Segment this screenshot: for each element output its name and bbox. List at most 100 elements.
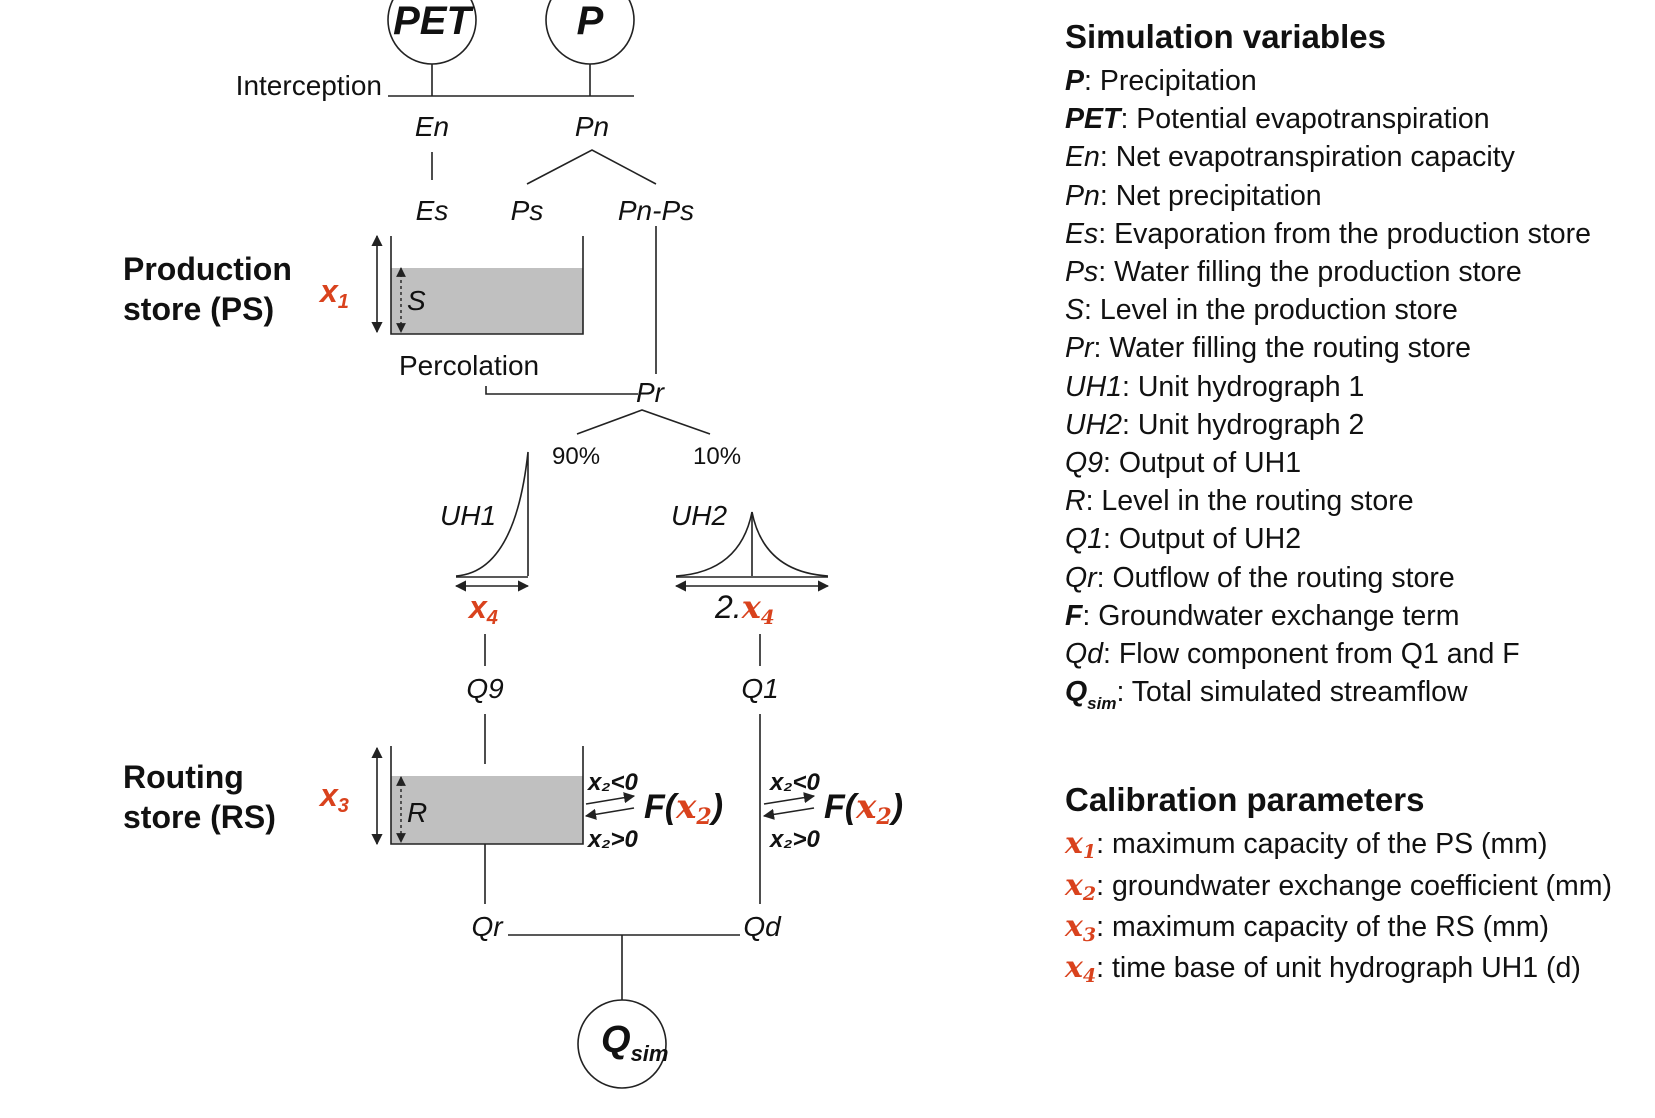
direct-exchange-f-label: F(x2) — [824, 787, 903, 830]
legend-variable-symbol: En — [1065, 141, 1100, 174]
es-label: Es — [416, 195, 449, 226]
legend-parameter-item: x4: time base of unit hydrograph UH1 (d) — [1065, 949, 1650, 990]
pn-label: Pn — [575, 111, 609, 142]
legend-variable-description: : Total simulated streamflow — [1116, 676, 1468, 709]
routing-exchange-pos-label: x₂>0 — [586, 826, 639, 853]
legend-variable-item: R: Level in the routing store — [1065, 482, 1650, 520]
legend-variable-symbol: Ps — [1065, 256, 1099, 289]
legend-parameter-symbol: x — [1065, 826, 1083, 862]
percolation-line — [485, 386, 638, 395]
legend-variable-symbol: UH1 — [1065, 370, 1123, 403]
routing-exchange-in-arrow — [584, 807, 635, 820]
legend-parameter-subscript: 4 — [1082, 965, 1097, 988]
legend-variable-item: Qsim: Total simulated streamflow — [1065, 673, 1650, 715]
legend-variable-description: : Evaporation from the production store — [1098, 217, 1591, 250]
qr-label: Qr — [471, 911, 504, 942]
legend-variable-symbol: Es — [1065, 217, 1099, 250]
ps-label: Ps — [511, 195, 544, 226]
en-label: En — [415, 111, 449, 142]
legend-variable-symbol: Pn — [1065, 179, 1100, 212]
legend-variable-description: : Level in the routing store — [1085, 485, 1414, 518]
split-90-label: 90% — [552, 443, 600, 470]
legend-parameter-description: : maximum capacity of the RS (mm) — [1096, 910, 1550, 943]
percolation-label: Percolation — [399, 350, 539, 381]
production-store-water — [391, 268, 583, 334]
legend-variable-item: Ps: Water filling the production store — [1065, 253, 1650, 291]
split-10-label: 10% — [693, 443, 741, 470]
uh2-label: UH2 — [671, 500, 727, 531]
pn-ps-label: Pn-Ps — [618, 195, 694, 226]
qd-label: Qd — [743, 911, 782, 942]
legend-variable-symbol: F — [1065, 599, 1083, 632]
pr-split-lines — [576, 409, 711, 435]
legend-variable-symbol: P — [1065, 65, 1085, 97]
legend-variable-symbol: Qr — [1065, 561, 1097, 594]
legend-variable-item: Pr: Water filling the routing store — [1065, 329, 1650, 367]
legend-variable-description: : Groundwater exchange term — [1082, 599, 1460, 632]
legend-variable-symbol: UH2 — [1065, 408, 1123, 441]
legend-variable-description: : Potential evapotranspiration — [1120, 103, 1490, 136]
legend-parameter-description: : maximum capacity of the PS (mm) — [1096, 828, 1548, 861]
calibration-parameters-title: Calibration parameters — [1065, 781, 1425, 819]
gr4j-model-diagram: PET P Interception En Pn Es Ps Pn-Ps Pro… — [123, 0, 903, 1089]
legend-variable-symbol: Qd — [1065, 638, 1104, 671]
x3-parameter: x3 — [318, 777, 349, 817]
uh1-label: UH1 — [440, 500, 496, 531]
legend-variable-symbol: S — [1065, 294, 1085, 327]
legend-variable-description: : Water filling the routing store — [1093, 332, 1472, 365]
legend-variable-description: : Output of UH1 — [1103, 447, 1302, 480]
legend-parameter-item: x2: groundwater exchange coefficient (mm… — [1065, 867, 1650, 908]
legend-variable-item: Pn: Net precipitation — [1065, 177, 1650, 215]
legend-variable-description: : Unit hydrograph 2 — [1122, 408, 1365, 441]
legend-variable-symbol: Pr — [1065, 332, 1094, 365]
routing-exchange: x₂<0 x₂>0 F(x2) — [584, 769, 723, 853]
direct-exchange: x₂<0 x₂>0 F(x2) — [762, 769, 903, 853]
legend-variable-description: : Water filling the production store — [1098, 256, 1522, 289]
legend-parameter-subscript: 2 — [1082, 882, 1097, 905]
legend-variable-symbol: Q9 — [1065, 447, 1104, 480]
r-label: R — [407, 797, 427, 828]
legend-parameter-item: x3: maximum capacity of the RS (mm) — [1065, 908, 1650, 949]
legend-parameter-item: x1: maximum capacity of the PS (mm) — [1065, 825, 1650, 866]
legend-parameter-description: : time base of unit hydrograph UH1 (d) — [1096, 952, 1581, 985]
legend-variable-item: Q1: Output of UH2 — [1065, 520, 1650, 558]
calibration-parameters-list: x1: maximum capacity of the PS (mm)x2: g… — [1065, 825, 1650, 990]
legend-parameter-description: : groundwater exchange coefficient (mm) — [1096, 869, 1613, 902]
legend-variable-description: : Outflow of the routing store — [1096, 561, 1455, 594]
legend-variable-item: Q9: Output of UH1 — [1065, 444, 1650, 482]
legend-variable-item: Qd: Flow component from Q1 and F — [1065, 635, 1650, 673]
legend-variable-description: : Net evapotranspiration capacity — [1099, 141, 1515, 174]
legend-parameter-symbol: x — [1065, 867, 1083, 903]
routing-store-tank — [390, 746, 584, 845]
routing-exchange-neg-label: x₂<0 — [586, 769, 639, 796]
legend-variable-description: : Output of UH2 — [1103, 523, 1302, 556]
legend-parameter-subscript: 1 — [1082, 841, 1097, 864]
production-store-label-line1: Production — [123, 251, 292, 287]
uh2-2x4-parameter: 2.x4 — [714, 588, 775, 629]
legend-variable-item: En: Net evapotranspiration capacity — [1065, 138, 1650, 176]
q9-label: Q9 — [466, 673, 503, 704]
legend-variable-symbol: Q — [1065, 676, 1088, 709]
legend-variable-description: : Net precipitation — [1099, 179, 1322, 212]
legend-variable-description: : Flow component from Q1 and F — [1103, 638, 1520, 671]
pet-label: PET — [393, 0, 474, 43]
q1-label: Q1 — [741, 673, 778, 704]
legend-variable-item: Es: Evaporation from the production stor… — [1065, 215, 1650, 253]
legend-parameter-symbol: x — [1065, 908, 1083, 944]
direct-exchange-out-arrow — [763, 792, 816, 805]
legend-variable-item: PET: Potential evapotranspiration — [1065, 100, 1650, 138]
legend-variable-symbol: R — [1065, 485, 1086, 518]
legend-variable-item: P: Precipitation — [1065, 62, 1650, 100]
simulation-variables-title: Simulation variables — [1065, 18, 1386, 55]
routing-store-water — [391, 776, 583, 844]
direct-exchange-in-arrow — [762, 807, 815, 820]
legend-variable-description: : Precipitation — [1084, 65, 1257, 97]
legend-variable-item: F: Groundwater exchange term — [1065, 597, 1650, 635]
legend-variable-description: : Unit hydrograph 1 — [1122, 370, 1365, 403]
direct-exchange-pos-label: x₂>0 — [768, 826, 821, 853]
legend-variable-symbol: Q1 — [1065, 523, 1104, 556]
p-label: P — [577, 0, 604, 43]
qsim-label: Qsim — [601, 1019, 668, 1066]
